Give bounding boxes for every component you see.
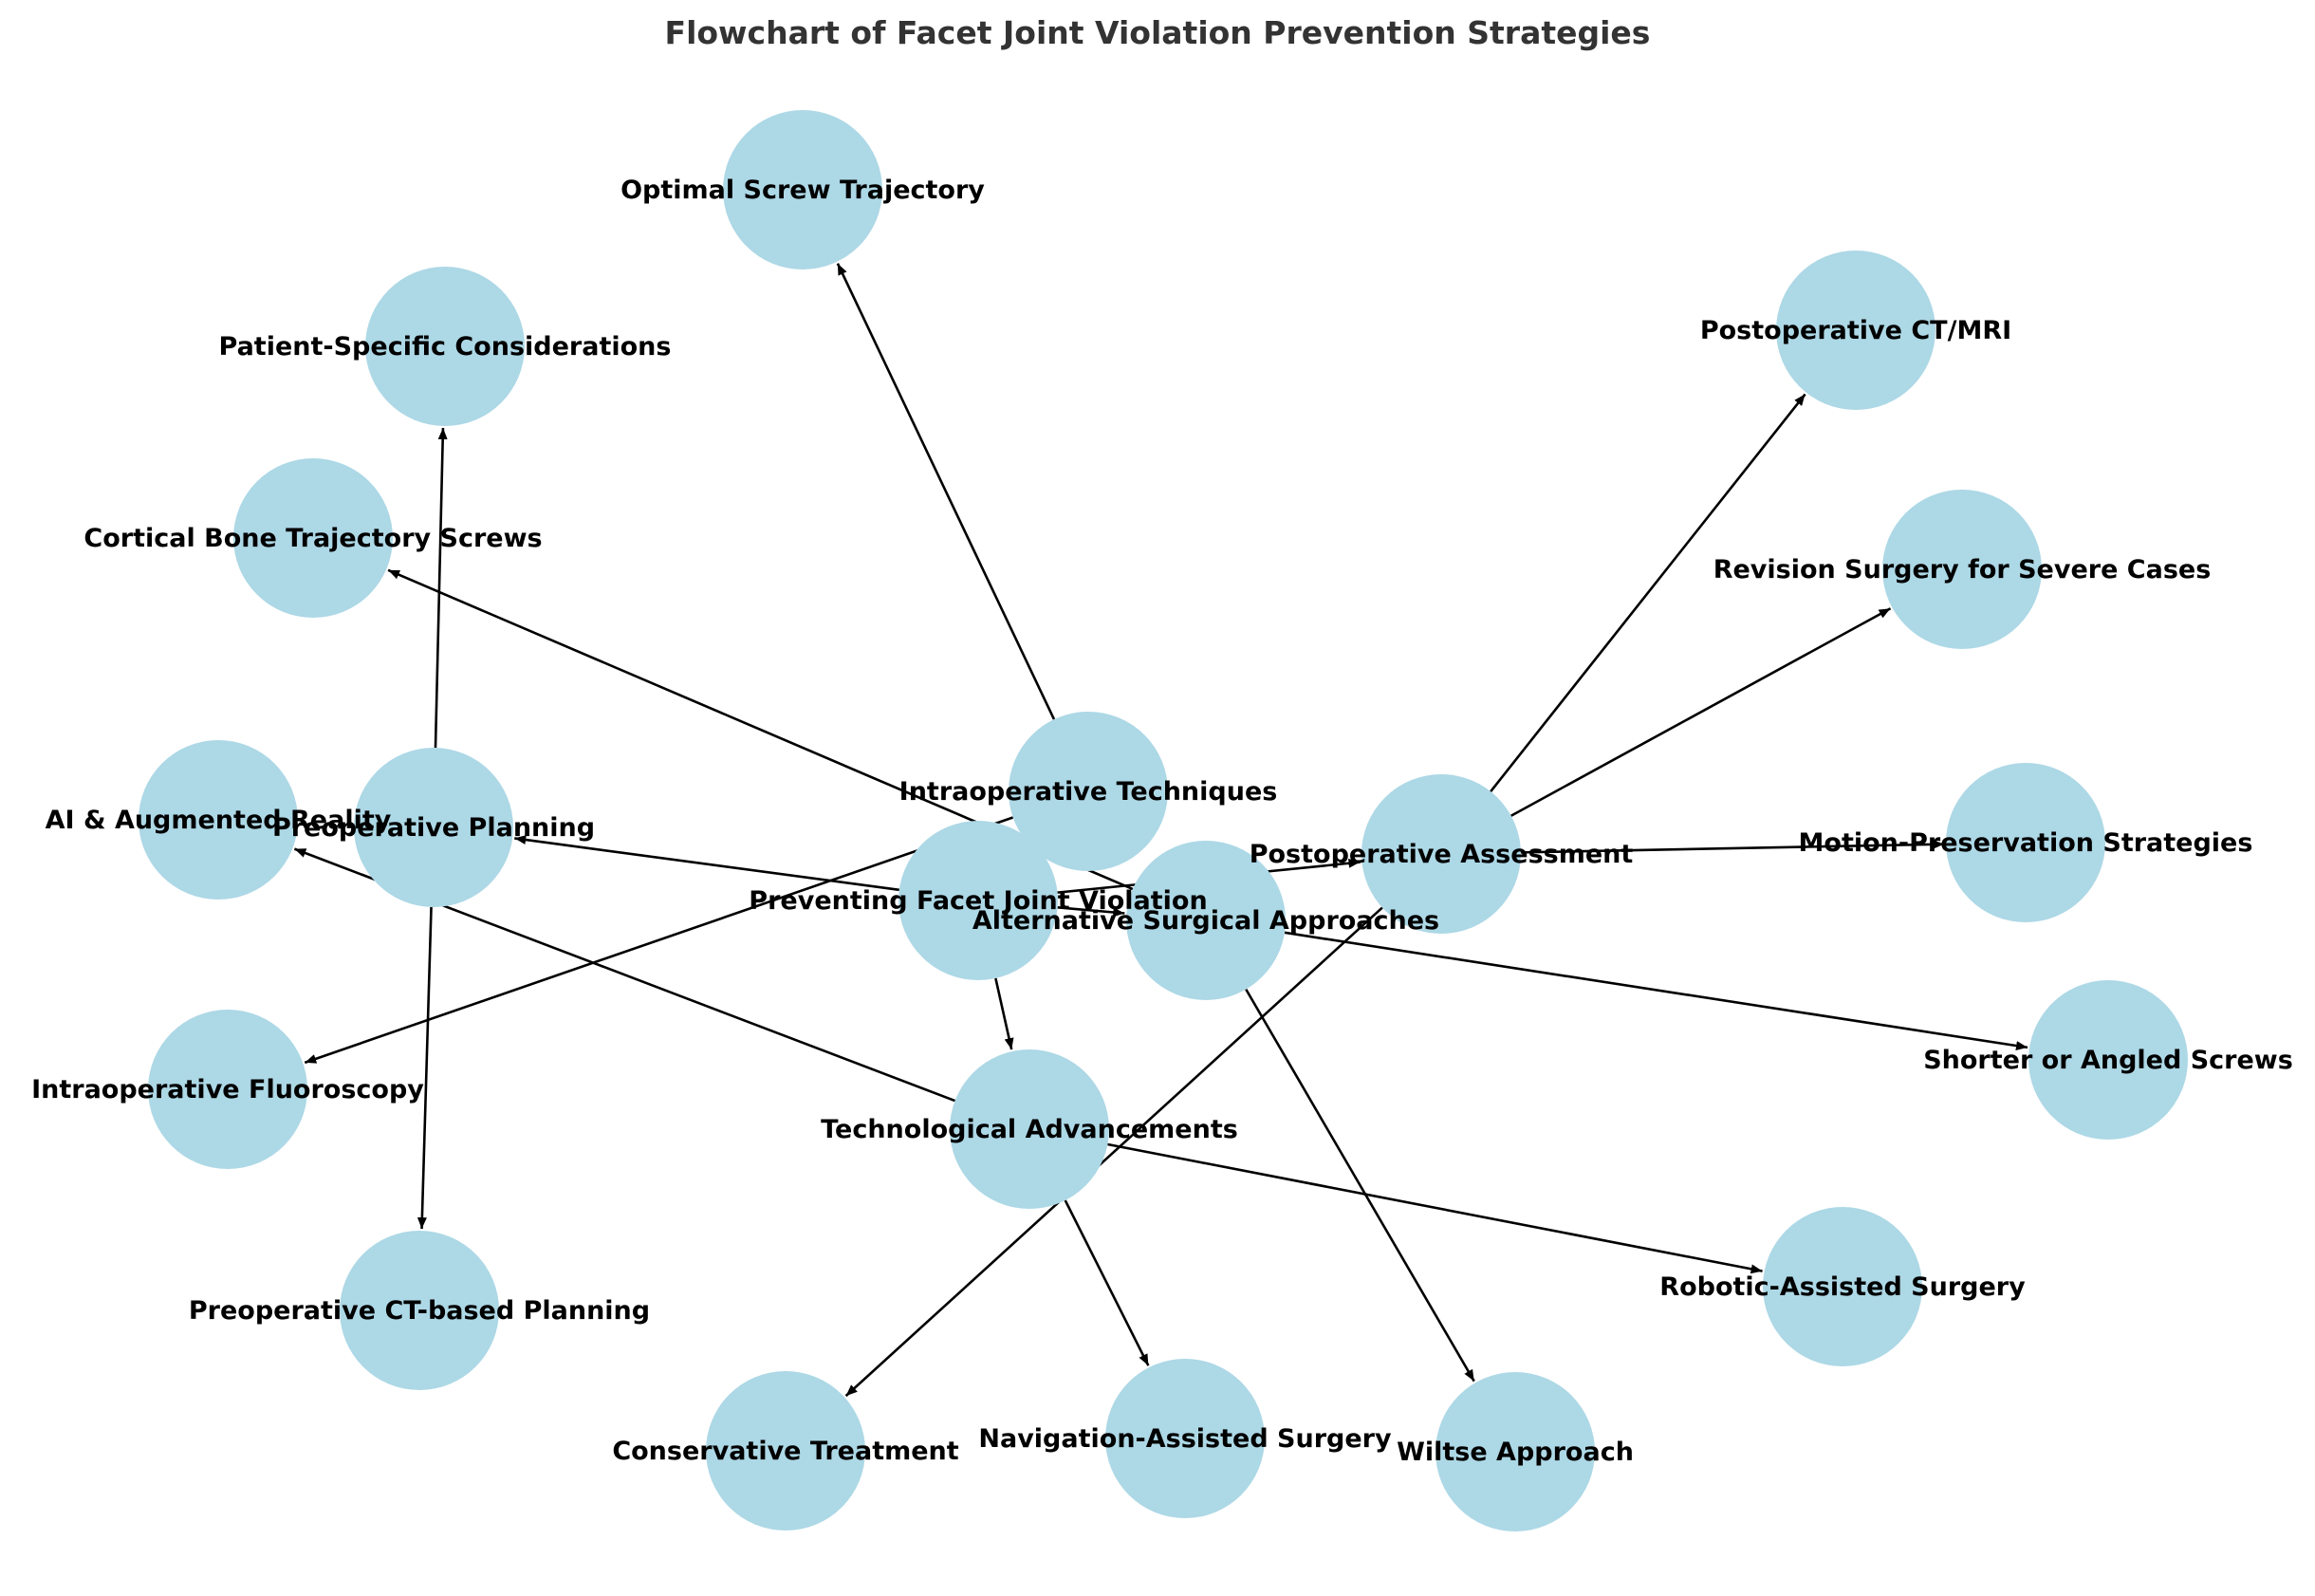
node-label-motion: Motion-Preservation Strategies	[1799, 828, 2253, 858]
edge-postop-to-conservative	[844, 906, 1383, 1398]
edge-intraop-to-trajectory	[836, 263, 1056, 720]
edges-layer	[293, 263, 2028, 1398]
node-label-fluoro: Intraoperative Fluoroscopy	[31, 1075, 424, 1104]
node-cbt	[233, 458, 393, 618]
node-wiltse	[1435, 1372, 1595, 1531]
node-center	[898, 821, 1058, 980]
diagram-title: Flowchart of Facet Joint Violation Preve…	[665, 14, 1651, 51]
node-shorter	[2028, 980, 2188, 1140]
node-label-preop: Preoperative Planning	[272, 813, 595, 843]
node-preop	[354, 748, 513, 907]
node-trajectory	[723, 110, 882, 269]
node-label-shorter: Shorter or Angled Screws	[1923, 1046, 2293, 1075]
edge-altsurg-to-wiltse	[1245, 988, 1475, 1383]
node-tech	[950, 1049, 1109, 1209]
node-label-patient: Patient-Specific Considerations	[219, 332, 672, 362]
edge-postop-to-revision	[1510, 607, 1892, 817]
node-label-ctplan: Preoperative CT-based Planning	[189, 1296, 650, 1326]
node-patient	[365, 267, 525, 426]
labels-layer: Preventing Facet Joint ViolationPreopera…	[31, 176, 2293, 1467]
edge-tech-to-nav	[1064, 1199, 1150, 1366]
node-robot	[1763, 1207, 1922, 1366]
edge-preop-to-ctplan	[417, 906, 433, 1230]
edge-preop-to-patient	[434, 427, 448, 749]
node-label-cbt: Cortical Bone Trajectory Screws	[83, 524, 542, 553]
edge-center-to-altsurg	[1057, 906, 1125, 918]
node-label-revision: Revision Surgery for Severe Cases	[1713, 555, 2212, 585]
node-intraop	[1009, 712, 1168, 871]
edge-intraop-to-fluoro	[304, 816, 1014, 1065]
node-label-trajectory: Optimal Screw Trajectory	[620, 176, 985, 205]
node-label-intraop: Intraoperative Techniques	[899, 777, 1278, 807]
node-label-wiltse: Wiltse Approach	[1397, 1438, 1634, 1467]
node-postop	[1361, 774, 1521, 934]
edge-tech-to-robot	[1107, 1142, 1763, 1274]
node-postct	[1776, 251, 1935, 410]
node-label-nav: Navigation-Assisted Surgery	[978, 1424, 1392, 1454]
edge-postop-to-motion	[1520, 839, 1945, 854]
nodes-layer	[139, 110, 2188, 1531]
node-motion	[1946, 763, 2105, 922]
node-conservative	[706, 1371, 865, 1531]
node-label-altsurg: Alternative Surgical Approaches	[972, 906, 1439, 936]
node-label-robot: Robotic-Assisted Surgery	[1659, 1272, 2026, 1302]
node-fluoro	[148, 1010, 307, 1169]
node-label-postct: Postoperative CT/MRI	[1700, 316, 2011, 345]
node-label-tech: Technological Advancements	[821, 1115, 1238, 1144]
node-label-ai: AI & Augmented Reality	[46, 806, 392, 835]
node-altsurg	[1126, 841, 1286, 1000]
edge-center-to-tech	[994, 977, 1014, 1050]
node-label-center: Preventing Facet Joint Violation	[749, 886, 1207, 916]
node-label-postop: Postoperative Assessment	[1250, 840, 1634, 869]
node-nav	[1105, 1359, 1265, 1518]
node-ctplan	[340, 1231, 499, 1390]
node-revision	[1882, 490, 2042, 649]
node-label-conservative: Conservative Treatment	[612, 1437, 958, 1466]
node-ai	[139, 740, 298, 900]
edge-altsurg-to-shorter	[1284, 931, 2028, 1050]
edge-postop-to-postct	[1490, 393, 1806, 792]
edge-center-to-preop	[514, 835, 899, 892]
